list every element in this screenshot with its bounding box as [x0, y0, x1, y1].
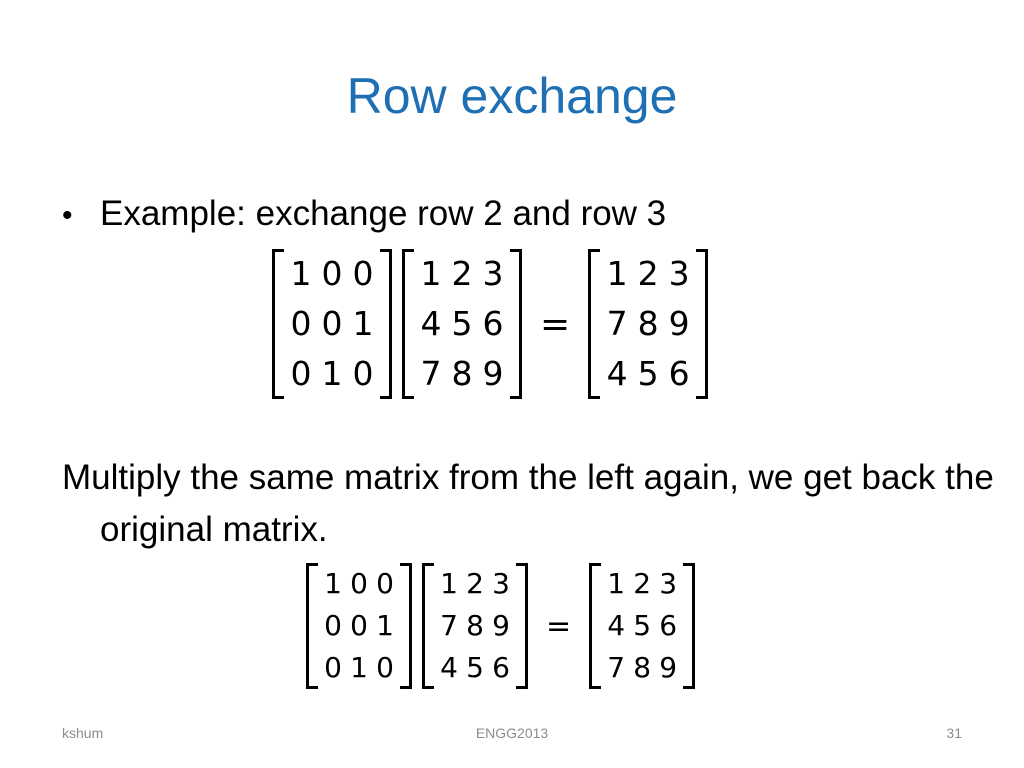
equals-sign: = [546, 608, 572, 644]
matrix-cell: 2 [466, 567, 484, 600]
matrix-cell: 5 [637, 354, 659, 393]
matrix-row: 1 2 3 [602, 249, 694, 299]
matrix-row: 1 2 3 [603, 563, 681, 605]
equation-1: 1 0 0 0 0 1 0 1 0 1 2 3 4 5 [272, 249, 718, 399]
matrix-cell: 0 [350, 567, 368, 600]
matrix-cell: 3 [492, 567, 510, 600]
result-matrix: 1 2 3 7 8 9 4 5 6 [588, 249, 709, 399]
matrix-row: 1 2 3 [416, 249, 508, 299]
matrix-cell: 4 [440, 651, 458, 684]
matrix-row: 0 1 0 [286, 349, 378, 399]
matrix-row: 1 0 0 [320, 563, 398, 605]
matrix-cell: 5 [466, 651, 484, 684]
matrix-row: 0 0 1 [320, 605, 398, 647]
matrix-cell: 6 [659, 609, 678, 642]
matrix-cell: 0 [324, 609, 342, 642]
matrix-cell: 0 [376, 567, 394, 600]
matrix-row: 1 0 0 [286, 249, 378, 299]
matrix-cell: 0 [350, 609, 368, 642]
matrix-cell: 1 [607, 567, 626, 600]
equation-2: 1 0 0 0 0 1 0 1 0 1 2 3 7 8 [306, 563, 705, 689]
matrix-cell: 5 [633, 609, 652, 642]
matrix-cell: 0 [321, 254, 343, 293]
input-matrix: 1 2 3 7 8 9 4 5 6 [422, 563, 528, 689]
matrix-cell: 1 [290, 254, 312, 293]
matrix-cell: 9 [668, 304, 690, 343]
matrix-cell: 6 [482, 304, 504, 343]
equals-sign: = [540, 303, 571, 345]
matrix-cell: 8 [466, 609, 484, 642]
matrix-row: 7 8 9 [602, 299, 694, 349]
matrix-cell: 3 [659, 567, 678, 600]
footer-course: ENGG2013 [475, 725, 549, 741]
footer-page-number: 31 [946, 725, 962, 741]
matrix-cell: 7 [440, 609, 458, 642]
matrix-cell: 1 [352, 304, 374, 343]
matrix-cell: 0 [290, 304, 312, 343]
matrix-cell: 0 [376, 651, 394, 684]
matrix-cell: 4 [606, 354, 628, 393]
matrix-cell: 0 [290, 354, 312, 393]
matrix-cell: 9 [659, 651, 678, 684]
matrix-cell: 4 [420, 304, 442, 343]
bullet-marker: • [62, 199, 73, 232]
input-matrix: 1 2 3 4 5 6 7 8 9 [402, 249, 522, 399]
matrix-cell: 2 [451, 254, 473, 293]
permutation-matrix: 1 0 0 0 0 1 0 1 0 [306, 563, 412, 689]
matrix-cell: 8 [637, 304, 659, 343]
matrix-cell: 7 [607, 651, 626, 684]
matrix-row: 7 8 9 [416, 349, 508, 399]
bullet-item: • Example: exchange row 2 and row 3 [62, 192, 666, 238]
matrix-row: 4 5 6 [602, 349, 694, 399]
matrix-cell: 1 [376, 609, 394, 642]
matrix-row: 4 5 6 [416, 299, 508, 349]
matrix-row: 1 2 3 [436, 563, 514, 605]
result-matrix: 1 2 3 4 5 6 7 8 9 [589, 563, 696, 689]
matrix-row: 4 5 6 [603, 605, 681, 647]
permutation-matrix: 1 0 0 0 0 1 0 1 0 [272, 249, 392, 399]
matrix-row: 0 1 0 [320, 647, 398, 689]
matrix-cell: 3 [668, 254, 690, 293]
matrix-cell: 2 [633, 567, 652, 600]
matrix-cell: 4 [607, 609, 626, 642]
matrix-cell: 5 [451, 304, 473, 343]
matrix-row: 4 5 6 [436, 647, 514, 689]
matrix-cell: 0 [352, 254, 374, 293]
matrix-cell: 7 [606, 304, 628, 343]
matrix-row: 7 8 9 [603, 647, 681, 689]
matrix-cell: 9 [482, 354, 504, 393]
slide-title: Row exchange [346, 68, 678, 124]
matrix-cell: 0 [324, 651, 342, 684]
matrix-cell: 1 [324, 567, 342, 600]
matrix-cell: 1 [440, 567, 458, 600]
matrix-cell: 1 [606, 254, 628, 293]
matrix-cell: 1 [321, 354, 343, 393]
matrix-cell: 3 [482, 254, 504, 293]
matrix-cell: 0 [352, 354, 374, 393]
matrix-cell: 1 [420, 254, 442, 293]
matrix-cell: 6 [492, 651, 510, 684]
matrix-cell: 6 [668, 354, 690, 393]
matrix-row: 7 8 9 [436, 605, 514, 647]
matrix-cell: 0 [321, 304, 343, 343]
matrix-cell: 1 [350, 651, 368, 684]
explanation-paragraph: Multiply the same matrix from the left a… [62, 458, 994, 549]
footer-author: kshum [62, 725, 104, 741]
matrix-cell: 9 [492, 609, 510, 642]
matrix-cell: 7 [420, 354, 442, 393]
matrix-cell: 8 [633, 651, 652, 684]
bullet-text: Example: exchange row 2 and row 3 [100, 194, 667, 233]
matrix-cell: 8 [451, 354, 473, 393]
matrix-cell: 2 [637, 254, 659, 293]
matrix-row: 0 0 1 [286, 299, 378, 349]
